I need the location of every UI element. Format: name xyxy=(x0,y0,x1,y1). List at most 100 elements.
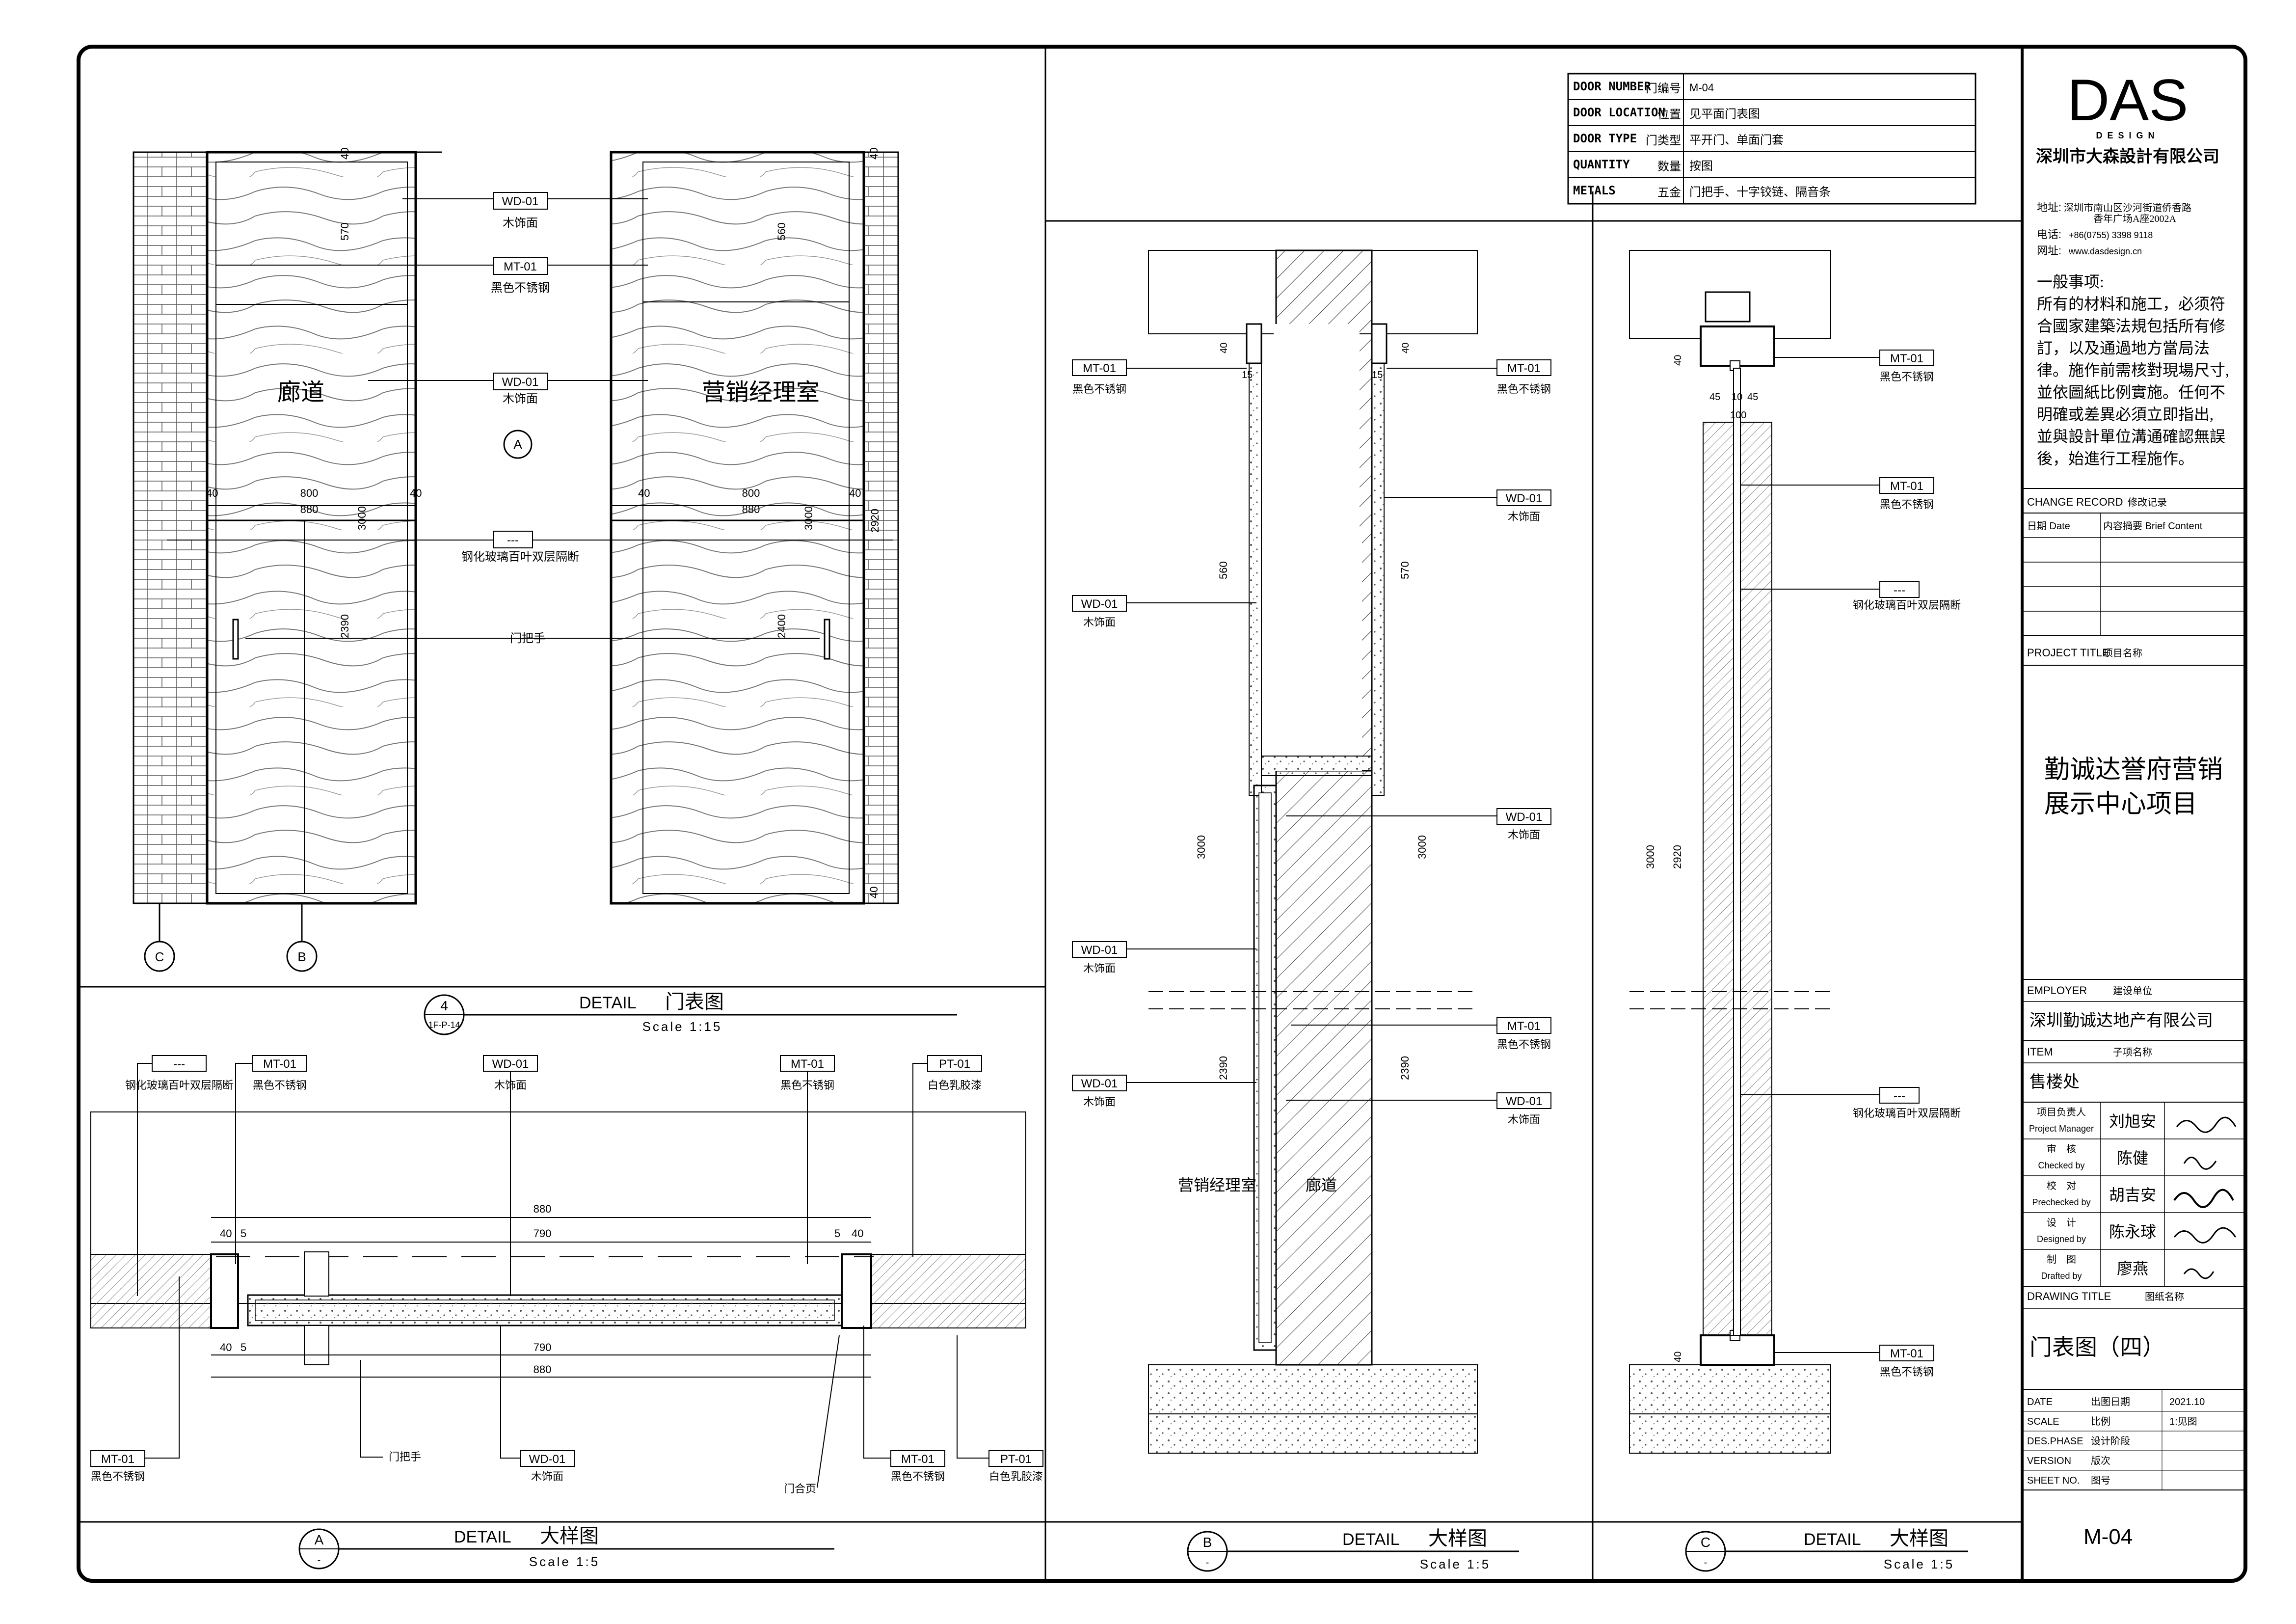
c-dim-40-bottom: 40 xyxy=(1673,1352,1683,1362)
schedule-metals-cn: 五金 xyxy=(1657,186,1681,199)
schedule-location-en: DOOR LOCATION xyxy=(1573,106,1665,119)
b-callout-wd01-r3-label: 木饰面 xyxy=(1508,1113,1540,1126)
room-label-office: 营销经理室 xyxy=(702,379,820,406)
sheet-border xyxy=(77,45,2247,1583)
b-dim-3000-right: 3000 xyxy=(1416,835,1428,859)
employer-value: 深圳勤诚达地产有限公司 xyxy=(2029,1011,2213,1030)
c-callout-mt01-3: MT-01 xyxy=(1890,1347,1923,1360)
signoff-drafted-name: 廖燕 xyxy=(2117,1260,2148,1277)
callout-wd01-2-label: 木饰面 xyxy=(503,392,538,406)
drawing-title-label: DRAWING TITLE xyxy=(2027,1290,2111,1302)
c-callout-glass-2: --- xyxy=(1894,1089,1905,1103)
signature-checked-icon xyxy=(2183,1157,2217,1170)
detail-a-plan: 880 790 790 880 40 5 5 40 40 5 --- 钢化玻璃百… xyxy=(90,1055,1043,1495)
detail-b-scale: Scale 1:5 xyxy=(1420,1557,1491,1571)
a-callout-wd01-bottom: WD-01 xyxy=(529,1453,566,1466)
meta-date-en: DATE xyxy=(2027,1397,2053,1407)
a-callout-glass: --- xyxy=(173,1057,185,1071)
signoff-pm-name: 刘旭安 xyxy=(2109,1112,2156,1130)
meta-phase-cn: 设计阶段 xyxy=(2091,1435,2130,1447)
dim-2920: 2920 xyxy=(869,509,881,533)
b-callout-mt01-left-label: 黑色不锈钢 xyxy=(1072,383,1126,395)
b-dim-570: 570 xyxy=(1399,561,1411,579)
callout-mt01-1: MT-01 xyxy=(504,260,537,273)
signoff-checked-name: 陈健 xyxy=(2117,1149,2148,1167)
a-callout-pt01-bottom: PT-01 xyxy=(1000,1453,1032,1466)
b-callout-mt01-r2: MT-01 xyxy=(1507,1020,1541,1033)
meta-version-cn: 版次 xyxy=(2091,1455,2110,1466)
schedule-location-value: 见平面门表图 xyxy=(1689,108,1760,121)
dim-a-5-top-right: 5 xyxy=(834,1227,840,1240)
a-callout-pt01-top-label: 白色乳胶漆 xyxy=(928,1079,982,1091)
callout-mt01-1-label: 黑色不锈钢 xyxy=(491,281,550,295)
dim-3000-right: 3000 xyxy=(802,506,815,530)
detail-4-number: 4 xyxy=(440,998,448,1013)
c-dim-45-right: 45 xyxy=(1747,392,1758,403)
b-callout-wd01-r3: WD-01 xyxy=(1506,1095,1543,1108)
meta-phase-en: DES.PHASE xyxy=(2027,1436,2083,1447)
a-callout-wd01-bottom-label: 木饰面 xyxy=(531,1470,563,1483)
b-callout-mt01-r2-label: 黑色不锈钢 xyxy=(1497,1038,1551,1051)
b-callout-wd01-r1: WD-01 xyxy=(1506,492,1543,505)
schedule-metals-en: METALS xyxy=(1573,184,1616,197)
dim-570: 570 xyxy=(339,222,351,241)
callout-glass-label: 钢化玻璃百叶双层隔断 xyxy=(461,550,579,564)
callout-handle: 门把手 xyxy=(510,632,545,645)
detail-a-word: DETAIL xyxy=(454,1528,511,1546)
dim-a-40-top: 40 xyxy=(220,1227,232,1240)
dim-a-790-top: 790 xyxy=(534,1227,552,1240)
dim-a-880-top: 880 xyxy=(534,1203,552,1215)
b-callout-wd01-r1-label: 木饰面 xyxy=(1508,511,1540,523)
signature-prechecked-icon xyxy=(2173,1189,2234,1208)
detail-c-number: C xyxy=(1701,1535,1710,1550)
callout-glass: --- xyxy=(507,534,519,547)
detail-c-scale: Scale 1:5 xyxy=(1884,1557,1954,1571)
dim-a-880-bottom: 880 xyxy=(534,1363,552,1376)
c-callout-glass-1: --- xyxy=(1894,584,1905,597)
meta-scale-en: SCALE xyxy=(2027,1416,2059,1427)
das-logo: DAS xyxy=(2067,67,2189,133)
c-callout-glass-1-label: 钢化玻璃百叶双层隔断 xyxy=(1853,599,1961,611)
a-callout-mt01-bottom2-label: 黑色不锈钢 xyxy=(891,1470,945,1483)
detail-b-number: B xyxy=(1203,1535,1212,1550)
a-callout-pt01-top: PT-01 xyxy=(939,1057,970,1071)
dim-40-top-right: 40 xyxy=(868,148,880,160)
dim-560: 560 xyxy=(775,222,788,241)
detail-4-ref: 1F-P-14 xyxy=(428,1020,460,1030)
item-label: ITEM xyxy=(2027,1046,2053,1058)
signoff-prechecked-cn: 校 对 xyxy=(2047,1180,2076,1191)
detail-b-cn: 大样图 xyxy=(1428,1528,1487,1549)
drawing-title-value: 门表图（四） xyxy=(2029,1335,2165,1360)
employer-label-cn: 建设单位 xyxy=(2113,985,2152,997)
notes-line-2: 合國家建築法規包括所有修 xyxy=(2037,317,2225,335)
project-title-line-2: 展示中心项目 xyxy=(2044,790,2197,818)
meta-sheet-cn: 图号 xyxy=(2091,1475,2110,1486)
signoff-designed-cn: 设 计 xyxy=(2047,1217,2076,1228)
change-record-content-label: 内容摘要 Brief Content xyxy=(2103,520,2203,532)
notes-line-7: 並與設計單位溝通確認無誤 xyxy=(2037,428,2225,445)
detail-4-cn: 门表图 xyxy=(665,991,724,1013)
a-callout-mt01-bottom: MT-01 xyxy=(101,1453,134,1466)
notes-line-3: 訂，以及通過地方當局法 xyxy=(2037,339,2210,357)
das-logo-sub: DESIGN xyxy=(2096,131,2159,140)
meta-date-value: 2021.10 xyxy=(2169,1397,2205,1407)
section-marker-a: A xyxy=(513,437,522,452)
b-callout-wd01-2-label: 木饰面 xyxy=(1083,962,1116,974)
section-marker-b: B xyxy=(297,949,306,964)
notes-line-1: 所有的材料和施工，必须符 xyxy=(2037,295,2225,313)
meta-date-cn: 出图日期 xyxy=(2091,1396,2130,1407)
dim-880-right: 880 xyxy=(742,503,760,515)
schedule-door-number-en: DOOR NUMBER xyxy=(1573,80,1651,93)
callout-wd01-1-label: 木饰面 xyxy=(503,217,538,230)
meta-version-en: VERSION xyxy=(2027,1456,2071,1466)
signature-designed-icon xyxy=(2173,1227,2237,1244)
detail-b-section: 营销经理室 廊道 560 570 3000 3000 2390 2390 40 … xyxy=(1072,249,1551,1454)
a-callout-wd01-top: WD-01 xyxy=(492,1057,529,1071)
detail-c-word: DETAIL xyxy=(1804,1530,1861,1549)
b-dim-40-right: 40 xyxy=(1400,343,1411,353)
signoff-pm-en: Project Manager xyxy=(2029,1124,2094,1134)
c-callout-mt01-2-label: 黑色不锈钢 xyxy=(1880,498,1934,511)
dim-40-right-b: 40 xyxy=(849,487,861,499)
b-callout-wd01-r2-label: 木饰面 xyxy=(1508,829,1540,841)
b-callout-wd01-2: WD-01 xyxy=(1081,944,1118,957)
